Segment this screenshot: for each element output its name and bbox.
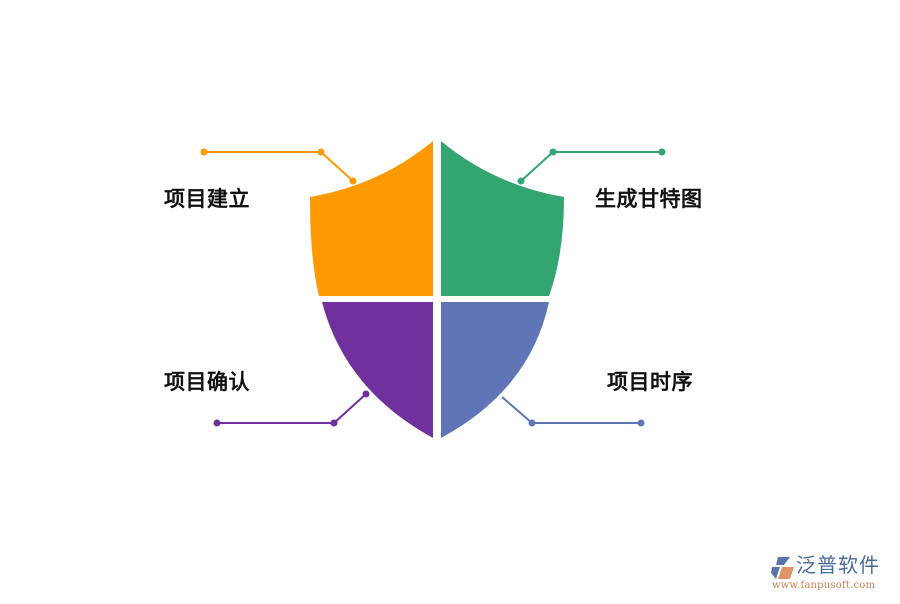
watermark-brand: 泛普软件 (796, 553, 880, 577)
watermark-url: www.fanpusoft.com (772, 580, 876, 591)
label-top-right: 生成甘特图 (595, 187, 703, 211)
label-bottom-left: 项目确认 (164, 370, 250, 394)
shield-quadrant-bottom-left (322, 302, 433, 438)
connector-top-right (517, 148, 666, 185)
label-bottom-right: 项目时序 (607, 370, 693, 394)
connector-bottom-left (213, 390, 370, 427)
connector-top-left (200, 148, 357, 185)
fanpu-logo-icon (771, 557, 794, 579)
watermark: 泛普软件 www.fanpusoft.com (768, 552, 896, 596)
connector-bottom-right (501, 396, 645, 427)
shield-quadrant-top-right (441, 141, 564, 296)
label-top-left: 项目建立 (164, 187, 250, 211)
shield-quadrant-top-left (310, 141, 433, 296)
shield-quadrant-bottom-right (441, 302, 549, 438)
